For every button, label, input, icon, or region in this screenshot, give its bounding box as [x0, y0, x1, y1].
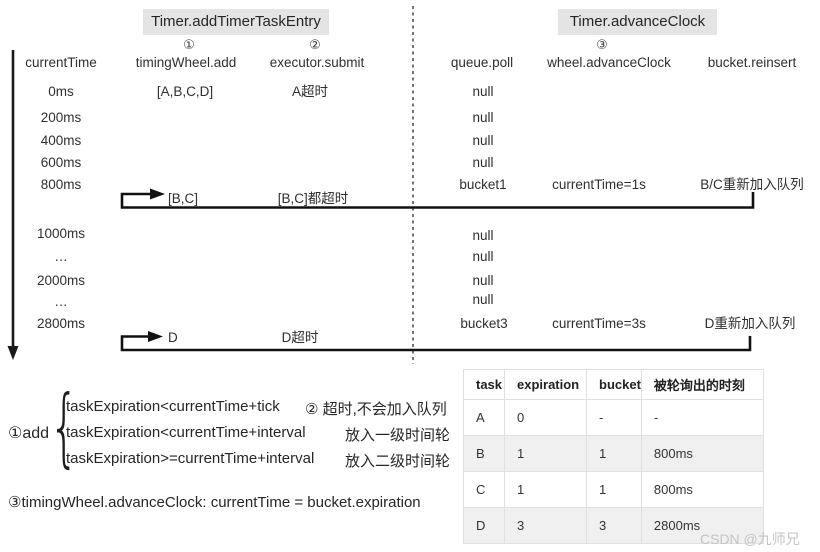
table-cell: 1	[504, 435, 587, 472]
poll-value: bucket1	[459, 177, 507, 192]
step-2-badge: ②	[309, 37, 321, 52]
table-cell: 1	[586, 435, 642, 472]
time-label: 800ms	[40, 177, 82, 192]
submit-value: D超时	[281, 330, 319, 345]
time-label: 400ms	[40, 133, 82, 148]
column-header-timing-wheel-add: timingWheel.add	[135, 55, 237, 70]
column-header-wheel-advance-clock: wheel.advanceClock	[547, 55, 671, 70]
column-header-current-time: currentTime	[25, 55, 97, 70]
poll-value: null	[472, 292, 494, 307]
table-cell: 3	[586, 507, 642, 544]
time-label: 0ms	[48, 84, 74, 99]
add-value: [A,B,C,D]	[156, 84, 214, 99]
poll-value: bucket3	[460, 316, 508, 331]
table-cell: 0	[504, 399, 587, 436]
advance-value: currentTime=3s	[552, 316, 646, 331]
table-row: A 0 - -	[463, 399, 764, 436]
table-cell: -	[586, 399, 642, 436]
table-row: B 1 1 800ms	[463, 435, 764, 472]
submit-value: A超时	[291, 84, 329, 99]
step-3-badge: ③	[596, 37, 608, 52]
brace-glyph: {	[49, 377, 80, 477]
table-cell: 3	[504, 507, 587, 544]
reinsert-value: D重新加入队列	[704, 316, 796, 331]
poll-value: null	[472, 273, 494, 288]
add-rule-label: ①add	[8, 425, 50, 442]
table-cell: 800ms	[640, 471, 764, 508]
table-cell: -	[640, 399, 764, 436]
table-header-cell: 被轮询出的时刻	[640, 369, 764, 400]
table-header-cell: task	[463, 369, 505, 400]
time-label: 2800ms	[36, 316, 86, 331]
table-cell: B	[463, 435, 505, 472]
table-cell: D	[463, 507, 505, 544]
time-label: …	[54, 249, 68, 264]
add-value: [B,C]	[168, 191, 199, 206]
reinsert-connector-d-arrow	[120, 331, 752, 352]
advance-value: currentTime=1s	[552, 177, 646, 192]
advance-clock-note: ③timingWheel.advanceClock: currentTime =…	[8, 494, 421, 511]
submit-value: [B,C]都超时	[277, 191, 349, 206]
table-cell: 2800ms	[640, 507, 764, 544]
column-header-bucket-reinsert: bucket.reinsert	[707, 55, 797, 70]
poll-value: null	[472, 133, 494, 148]
table-header-cell: bucket	[586, 369, 642, 400]
table-row: C 1 1 800ms	[463, 471, 764, 508]
table-cell: C	[463, 471, 505, 508]
timeline-axis-arrow	[7, 50, 19, 360]
rule-result: ② 超时,不会加入队列	[305, 401, 447, 418]
step-1-badge: ①	[183, 37, 195, 52]
reinsert-connector-bc-arrow	[120, 188, 755, 209]
table-header-row: task expiration bucket 被轮询出的时刻	[463, 369, 764, 400]
time-label: 600ms	[40, 155, 82, 170]
poll-value: null	[472, 155, 494, 170]
table-header-cell: expiration	[504, 369, 587, 400]
section-header-advance-clock: Timer.advanceClock	[558, 9, 717, 35]
time-label: …	[54, 294, 68, 309]
table-cell: A	[463, 399, 505, 436]
rule-condition: taskExpiration<currentTime+interval	[66, 424, 306, 441]
time-label: 1000ms	[36, 226, 86, 241]
rule-result: 放入一级时间轮	[345, 427, 451, 444]
column-header-executor-submit: executor.submit	[269, 55, 365, 70]
rule-result: 放入二级时间轮	[345, 453, 451, 470]
time-label: 2000ms	[36, 273, 86, 288]
column-header-queue-poll: queue.poll	[450, 55, 514, 70]
add-value: D	[168, 330, 178, 345]
reinsert-value: B/C重新加入队列	[700, 177, 804, 192]
poll-value: null	[472, 249, 494, 264]
task-table: task expiration bucket 被轮询出的时刻 A 0 - - B…	[463, 369, 764, 544]
poll-value: null	[472, 110, 494, 125]
table-cell: 1	[586, 471, 642, 508]
table-cell: 1	[504, 471, 587, 508]
section-header-add-timer-task-entry: Timer.addTimerTaskEntry	[143, 9, 329, 35]
watermark-text: CSDN @九师兄	[700, 531, 800, 547]
rule-condition: taskExpiration<currentTime+tick	[66, 398, 280, 415]
rule-condition: taskExpiration>=currentTime+interval	[66, 450, 315, 467]
time-label: 200ms	[40, 110, 82, 125]
table-row: D 3 3 2800ms	[463, 507, 764, 544]
poll-value: null	[472, 228, 494, 243]
table-cell: 800ms	[640, 435, 764, 472]
poll-value: null	[472, 84, 494, 99]
